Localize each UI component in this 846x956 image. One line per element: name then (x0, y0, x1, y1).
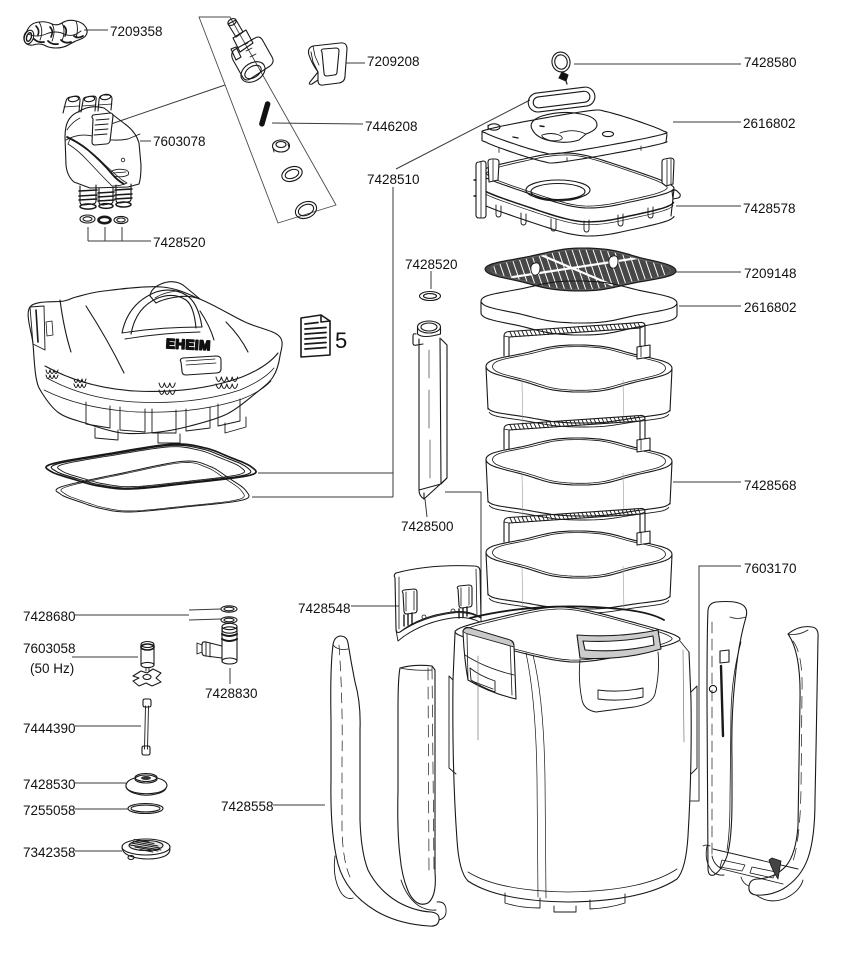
svg-text:7603170: 7603170 (744, 561, 797, 576)
svg-text:7428500: 7428500 (401, 519, 454, 534)
svg-text:7255058: 7255058 (23, 803, 76, 818)
svg-text:7209208: 7209208 (367, 54, 420, 69)
svg-text:7444390: 7444390 (23, 721, 76, 736)
svg-text:7428510: 7428510 (367, 172, 420, 187)
svg-text:7209358: 7209358 (110, 24, 163, 39)
svg-text:7603058: 7603058 (23, 641, 76, 656)
svg-text:7603078: 7603078 (153, 134, 206, 149)
svg-text:7428548: 7428548 (298, 601, 351, 616)
svg-text:7428520: 7428520 (153, 235, 206, 250)
svg-text:7428520: 7428520 (405, 257, 458, 272)
svg-text:EHEIM: EHEIM (166, 336, 211, 353)
svg-text:7428580: 7428580 (744, 55, 797, 70)
svg-text:7428578: 7428578 (743, 201, 796, 216)
svg-text:7428530: 7428530 (23, 777, 76, 792)
svg-text:7446208: 7446208 (365, 119, 418, 134)
svg-text:7428830: 7428830 (205, 686, 258, 701)
svg-text:7342358: 7342358 (23, 845, 76, 860)
svg-text:7428568: 7428568 (744, 478, 797, 493)
svg-text:7428680: 7428680 (23, 609, 76, 624)
svg-text:7428558: 7428558 (221, 799, 274, 814)
svg-text:2616802: 2616802 (743, 116, 796, 131)
svg-text:5: 5 (335, 328, 347, 353)
svg-text:(50 Hz): (50 Hz) (30, 661, 74, 676)
svg-text:7209148: 7209148 (744, 266, 797, 281)
svg-text:2616802: 2616802 (744, 300, 797, 315)
